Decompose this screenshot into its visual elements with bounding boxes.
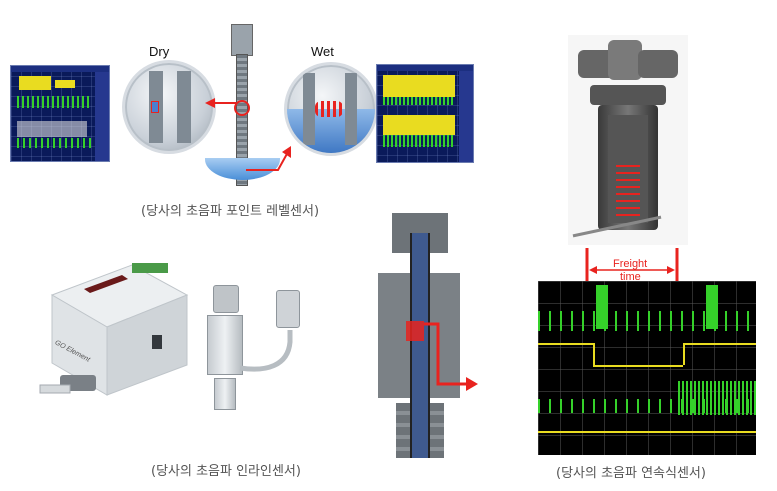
inline-sensor-cable (239, 330, 293, 372)
caption-inline-sensor: (당사의 초음파 인라인센서) (151, 464, 301, 479)
probe-head (231, 24, 253, 56)
dsub-connector (276, 290, 300, 328)
wet-oscilloscope-screen (376, 64, 474, 163)
dry-magnified-view (122, 60, 216, 154)
sensor-controller-box (39, 263, 189, 396)
dry-label: Dry (149, 44, 170, 59)
continuous-sensor-render (568, 35, 688, 245)
inline-arrow (424, 322, 478, 391)
inline-sensor-top (213, 285, 239, 313)
probe-rod (236, 54, 248, 186)
dry-oscilloscope-screen (10, 65, 110, 162)
inline-sensor-bottom (214, 378, 236, 410)
wet-magnified-view (284, 62, 378, 156)
time-label: time (620, 271, 641, 283)
caption-point-level-sensor: (당사의 초음파 포인트 레벨센서) (141, 204, 320, 219)
continuous-oscilloscope-screen (538, 281, 756, 455)
caption-continuous-sensor: (당사의 초음파 연속식센서) (556, 466, 706, 481)
wet-label: Wet (311, 44, 334, 59)
probe-sensor-upper (234, 100, 250, 116)
inline-cross-section (378, 213, 460, 458)
inline-sensor-body (207, 315, 243, 375)
water-pool (205, 158, 280, 180)
freight-label: Freight (613, 258, 648, 270)
